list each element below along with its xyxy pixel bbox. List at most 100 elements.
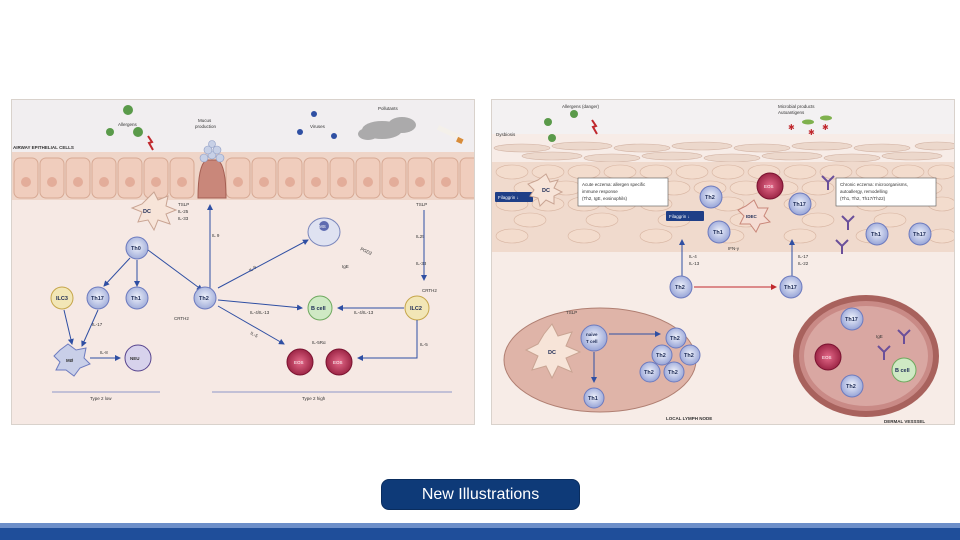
goblet-cell	[197, 159, 227, 199]
th1-cell	[125, 286, 149, 310]
svg-text:✱: ✱	[808, 128, 815, 137]
b-cell	[307, 295, 333, 321]
th2-cluster	[639, 327, 701, 383]
label-th17-vessel: Th17	[845, 317, 858, 323]
label-production: production	[195, 124, 217, 129]
label-tslp: TSLP	[566, 310, 577, 315]
label-pollutants: Pollutants	[378, 106, 399, 111]
label-il5ra: IL-5Rα	[312, 340, 326, 345]
arrow-ilc2-to-eos	[357, 320, 418, 361]
label-mucus: Mucus	[198, 118, 212, 123]
label-th2-dermis: Th2	[675, 285, 685, 291]
filaggrin-box-left	[495, 192, 533, 202]
th1-cell-lymph	[583, 387, 605, 409]
stratum-corneum	[493, 141, 954, 163]
label-il33-right: IL-33	[416, 261, 427, 266]
new-illustrations-button[interactable]: New Illustrations	[381, 479, 580, 510]
label-dermal-vessel: DERMAL VESSSEL	[884, 419, 925, 424]
cigarette-icon	[436, 125, 464, 144]
label-il17: IL-17	[798, 254, 809, 259]
label-th17-right: Th17	[913, 232, 926, 238]
dendritic-cell	[130, 191, 178, 232]
th17-cell-epidermis	[788, 192, 812, 216]
label-th17-epidermis: Th17	[793, 202, 806, 208]
label-il9: IL 9	[212, 233, 220, 238]
eosinophil-cells	[286, 348, 353, 376]
label-il4-il13-left: IL-4/IL-13	[250, 310, 270, 315]
label-acute-line1: Acute eczema: allergen specific	[582, 182, 646, 187]
th0-cell	[125, 236, 149, 260]
label-th17: Th17	[91, 296, 104, 302]
label-b-cell: B cell	[311, 306, 326, 312]
label-microbial-products: Microbial products	[778, 104, 815, 109]
label-dc-lymph: DC	[548, 350, 556, 356]
dendritic-cell	[527, 173, 564, 207]
label-eos-vessel: EOS	[822, 355, 832, 360]
footer-bar-dark	[0, 528, 960, 540]
pollution-cloud-icon	[358, 117, 416, 140]
label-filaggrin-left: Filaggrin ↓	[498, 195, 519, 200]
label-ilc2: ILC2	[410, 306, 422, 312]
th1-cell-right	[865, 222, 889, 246]
label-il4-il13-right: IL-4/IL-13	[354, 310, 374, 315]
label-ifn-gamma: IFN-γ	[728, 246, 740, 251]
arrow-th0-to-th17	[103, 257, 131, 287]
label-allergens: Allergens	[118, 122, 138, 127]
ilc3-cell	[50, 286, 74, 310]
label-neu: NEU	[130, 356, 140, 361]
label-th2: Th2	[199, 296, 209, 302]
allergen-icon	[544, 110, 598, 135]
label-dysbiosis: Dysbiosis	[496, 132, 516, 137]
th17-cell-right	[908, 222, 932, 246]
label-t-cell: T cell	[586, 339, 598, 344]
virus-icon	[297, 111, 337, 139]
cell-nuclei	[21, 177, 451, 187]
microbe-icon: ✱✱✱	[788, 115, 832, 137]
label-type2-low: Type 2 low	[90, 396, 112, 401]
arrow-th2-to-eos	[217, 305, 285, 345]
label-th2-cluster-3: Th2	[684, 353, 694, 359]
antibody-vessel-icons	[877, 329, 911, 360]
eczema-diagram-svg: Allergens (danger) Microbial products Au…	[492, 100, 954, 424]
epithelial-cells	[13, 157, 474, 199]
label-th2-cluster-2: Th2	[656, 353, 666, 359]
naive-t-cell	[580, 324, 608, 352]
label-th2-epidermis: Th2	[705, 195, 715, 201]
label-il22: IL-22	[798, 261, 809, 266]
label-viruses: Viruses	[310, 124, 326, 129]
neutrophil-cell	[124, 344, 152, 372]
label-il25-right: IL25	[416, 234, 425, 239]
label-th1-right: Th1	[871, 232, 881, 238]
label-filaggrin-center: Filaggrin ↓	[669, 214, 690, 219]
th2-cell-epidermis	[699, 185, 723, 209]
svg-text:✱: ✱	[788, 123, 795, 132]
macrophage-cell	[53, 343, 91, 377]
antibody-icons	[821, 175, 855, 254]
eosinophil-epidermis	[756, 172, 784, 200]
label-autoantigens: Autoantigens	[778, 110, 805, 115]
mast-cell	[307, 217, 341, 247]
label-mo: MØ	[66, 358, 74, 363]
label-th2-vessel: Th2	[846, 384, 856, 390]
arrow-th17-to-mo	[81, 309, 99, 347]
th1-cell-epidermis	[707, 220, 731, 244]
label-eos-1: EOS	[294, 360, 304, 365]
arrow-th0-to-th2	[147, 249, 203, 291]
label-il5-left: IL-5	[250, 330, 260, 338]
arrow-th2-to-bcell	[217, 299, 303, 311]
label-acute-line3: (Th2, IgE, eosinophils)	[582, 196, 628, 201]
label-ms: MS	[319, 224, 326, 229]
th2-cell	[193, 286, 217, 310]
th2-cell-vessel	[840, 374, 864, 398]
label-ige: IgE	[342, 264, 349, 269]
label-th2-cluster-5: Th2	[668, 370, 678, 376]
label-airway-epithelial-cells: AIRWAY EPITHELIAL CELLS	[13, 145, 74, 150]
label-crth2-right: CRTH2	[422, 288, 437, 293]
label-b-cell: B cell	[895, 368, 910, 374]
th2-cell-dermis	[669, 275, 693, 299]
th17-cell	[86, 286, 110, 310]
label-allergens-danger: Allergens (danger)	[562, 104, 600, 109]
label-eos-2: EOS	[333, 360, 343, 365]
skin-surface	[492, 100, 954, 134]
label-dc: DC	[542, 188, 550, 194]
